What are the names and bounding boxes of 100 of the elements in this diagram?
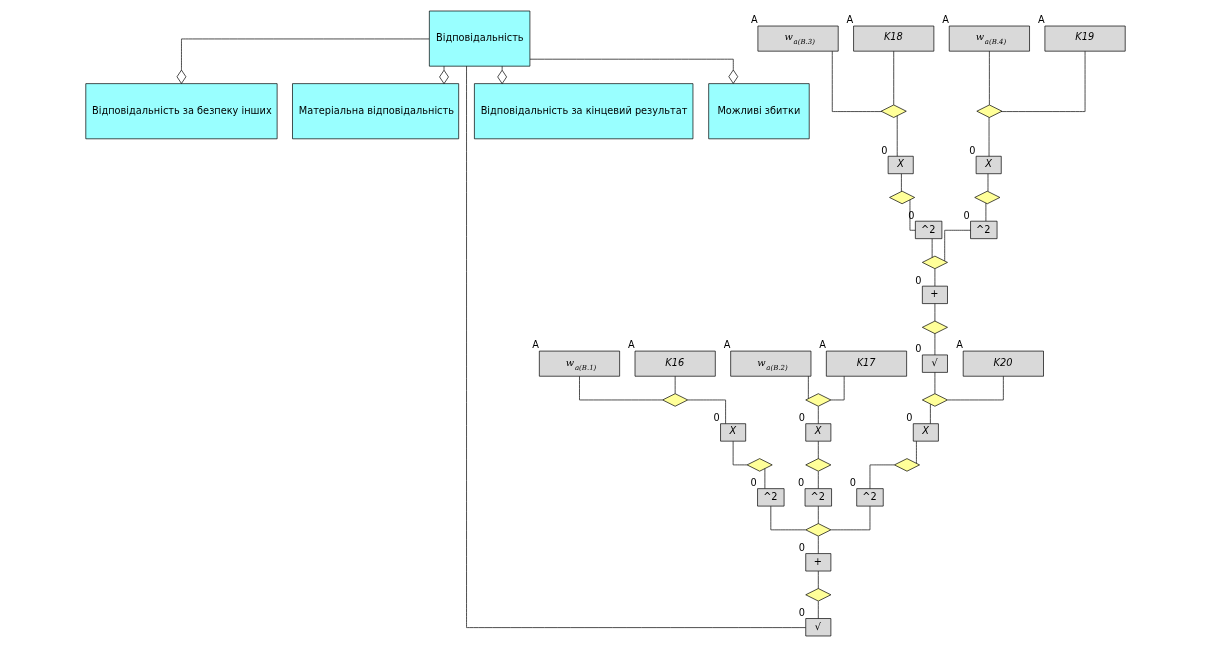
node-diamond <box>746 458 773 472</box>
node-box: ^2 <box>970 220 998 239</box>
node-diamond <box>805 393 832 407</box>
connector <box>901 173 902 192</box>
node-box: K17 <box>826 350 907 377</box>
node-diamond <box>805 523 832 537</box>
node-box: X <box>720 423 747 442</box>
node-diamond <box>894 458 920 472</box>
node-box: K16 <box>634 350 716 377</box>
connector <box>931 238 933 258</box>
node-box: ^2 <box>804 488 832 507</box>
connector <box>817 570 819 589</box>
node-box: Матеріальна відповідальність <box>292 83 460 140</box>
connector <box>944 229 971 262</box>
connector <box>817 440 819 459</box>
node-box: Відповідальність <box>429 10 531 67</box>
node-label: A <box>532 339 540 351</box>
node-diamond <box>922 320 948 334</box>
connector <box>817 536 819 554</box>
connector <box>439 65 449 84</box>
connector <box>497 65 507 84</box>
connector <box>934 303 936 322</box>
node-label: A <box>846 14 854 26</box>
node-box: √ <box>922 354 948 373</box>
connector <box>808 376 809 399</box>
node-label: 0 <box>881 144 888 156</box>
node-label: 0 <box>798 606 805 618</box>
node-box: X <box>805 423 832 442</box>
connector <box>909 199 916 231</box>
connector <box>930 403 931 424</box>
connector <box>893 50 895 106</box>
node-box: w$_{a(B.4)}$ <box>948 25 1030 52</box>
node-label: 0 <box>908 209 915 221</box>
node-box: Можливі збитки <box>708 83 810 140</box>
node-box: ^2 <box>757 488 785 507</box>
node-label: 0 <box>798 412 805 424</box>
connector <box>764 468 766 489</box>
node-box: X <box>975 155 1002 175</box>
node-label: 0 <box>906 412 913 424</box>
connector <box>896 115 898 157</box>
node-diamond <box>805 458 832 472</box>
connector <box>989 50 990 106</box>
connector <box>529 58 739 84</box>
node-label: 0 <box>713 412 720 424</box>
connector <box>1000 50 1086 112</box>
node-box: + <box>922 285 948 304</box>
connector <box>916 440 917 464</box>
connector <box>817 406 819 424</box>
node-diamond <box>662 393 689 407</box>
connector <box>830 505 871 531</box>
node-diamond <box>976 104 1003 118</box>
node-diamond <box>974 190 1001 205</box>
node-box: Відповідальність за кінцевий результат <box>474 83 694 140</box>
connector <box>831 50 882 112</box>
node-box: ^2 <box>856 488 884 507</box>
connector <box>687 399 726 424</box>
node-label: 0 <box>798 476 805 488</box>
node-box: w$_{a(B.3)}$ <box>757 25 839 52</box>
connector <box>934 333 936 356</box>
connector <box>830 376 845 401</box>
node-box: X <box>887 155 914 175</box>
node-label: 0 <box>750 476 757 488</box>
connector <box>869 464 895 489</box>
node-diamond <box>889 190 915 205</box>
connector <box>466 65 806 628</box>
connector <box>988 117 990 157</box>
node-label: A <box>750 14 758 26</box>
connector <box>817 505 819 524</box>
connector <box>817 601 819 619</box>
node-diamond <box>805 588 832 602</box>
node-box: K19 <box>1044 25 1126 52</box>
node-label: 0 <box>798 541 805 553</box>
node-label: A <box>628 339 635 351</box>
node-label: 0 <box>963 209 970 221</box>
connector <box>817 471 819 489</box>
node-diamond <box>880 104 907 118</box>
node-diamond <box>922 255 948 270</box>
node-box: X <box>912 423 939 442</box>
node-label: A <box>1037 14 1045 26</box>
node-label: 0 <box>915 274 922 286</box>
connector <box>934 372 936 394</box>
node-label: A <box>819 339 827 351</box>
connector <box>987 173 989 192</box>
node-diamond <box>922 393 948 407</box>
node-label: 0 <box>915 343 922 355</box>
node-label: A <box>723 339 731 351</box>
connector <box>674 376 676 394</box>
node-box: ^2 <box>915 220 943 239</box>
connector <box>176 38 430 84</box>
node-box: K20 <box>962 350 1044 377</box>
node-label: 0 <box>969 144 976 156</box>
node-box: K18 <box>853 25 935 52</box>
connector <box>985 202 987 222</box>
connector <box>947 376 1004 401</box>
node-label: A <box>956 339 963 351</box>
connector <box>770 505 806 531</box>
node-box: √ <box>805 618 832 637</box>
node-box: + <box>805 553 832 572</box>
node-label: 0 <box>849 476 856 488</box>
connector <box>579 376 663 401</box>
